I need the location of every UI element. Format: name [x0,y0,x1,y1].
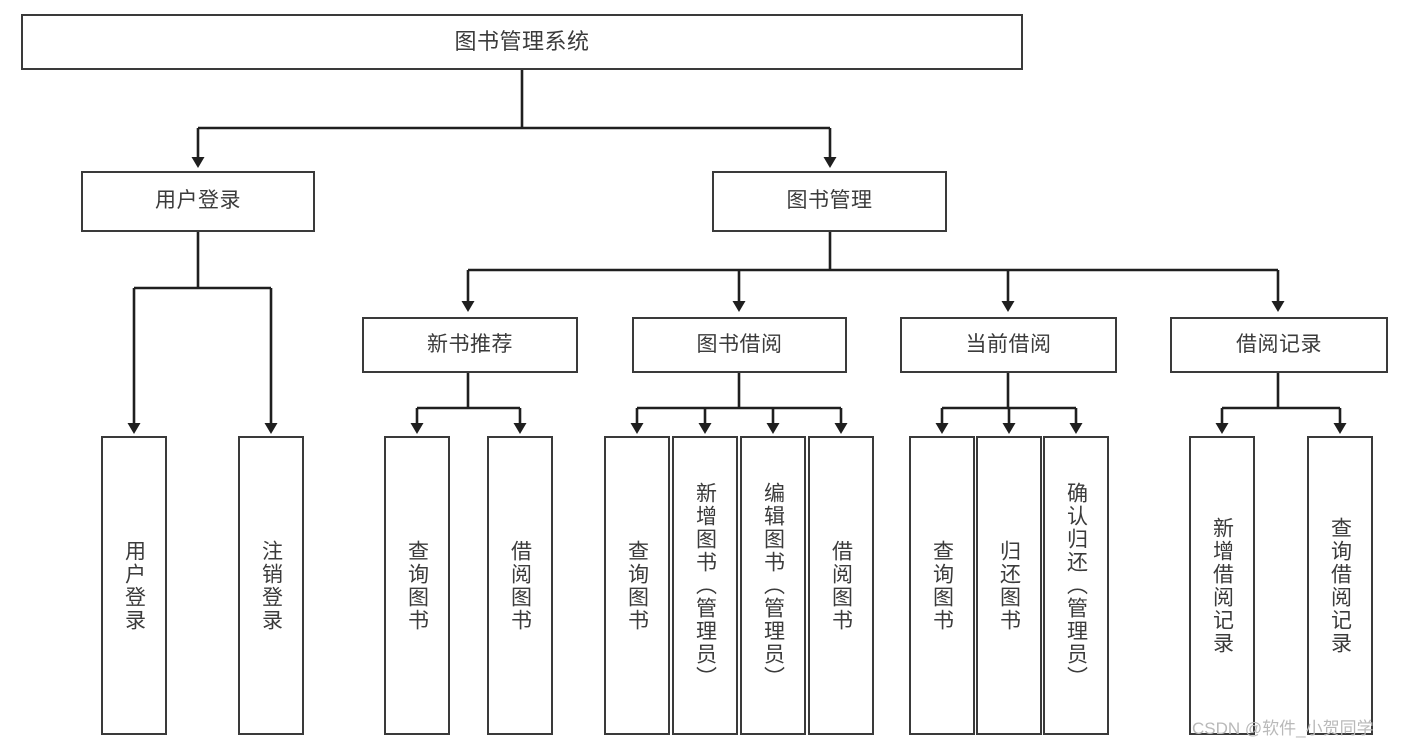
node-user-login[interactable]: 用户登录 [81,171,315,232]
node-label: 新书推荐 [427,332,513,356]
node-label: 当前借阅 [965,332,1052,356]
node-label: 借阅图书 [508,539,532,632]
leaf-current-query-book[interactable]: 查询图书 [909,436,975,735]
node-label: 新增借阅记录 [1210,516,1234,655]
leaf-user-login-login[interactable]: 用户登录 [101,436,167,735]
node-label: 归还图书 [997,539,1021,632]
node-current-borrow[interactable]: 当前借阅 [900,317,1117,373]
leaf-new-book-borrow[interactable]: 借阅图书 [487,436,553,735]
node-new-book-recommend[interactable]: 新书推荐 [362,317,578,373]
node-label: 查询图书 [930,539,954,632]
leaf-borrow-query-book[interactable]: 查询图书 [604,436,670,735]
node-label: 新增图书（管理员） [693,482,717,689]
node-label: 用户登录 [122,539,146,632]
node-label: 查询图书 [625,539,649,632]
node-label: 编辑图书（管理员） [761,482,785,689]
node-label: 借阅图书 [829,539,853,632]
leaf-new-book-query[interactable]: 查询图书 [384,436,450,735]
node-label: 借阅记录 [1236,332,1322,356]
node-label: 查询借阅记录 [1328,516,1352,655]
leaf-records-add-record[interactable]: 新增借阅记录 [1189,436,1255,735]
leaf-current-return-book[interactable]: 归还图书 [976,436,1042,735]
leaf-borrow-add-book[interactable]: 新增图书（管理员） [672,436,738,735]
node-label: 用户登录 [155,189,241,213]
leaf-user-login-logout[interactable]: 注销登录 [238,436,304,735]
node-label: 图书借阅 [696,332,783,356]
node-borrow-records[interactable]: 借阅记录 [1170,317,1388,373]
node-book-borrow[interactable]: 图书借阅 [632,317,847,373]
node-book-management[interactable]: 图书管理 [712,171,947,232]
node-label: 确认归还（管理员） [1064,482,1088,689]
node-label: 查询图书 [405,539,429,632]
node-root-system[interactable]: 图书管理系统 [21,14,1023,70]
leaf-records-query-record[interactable]: 查询借阅记录 [1307,436,1373,735]
watermark-text: CSDN @软件_小贺同学 [1192,719,1374,738]
node-label: 图书管理系统 [454,29,590,55]
node-label: 图书管理 [786,189,873,213]
leaf-current-confirm-return[interactable]: 确认归还（管理员） [1043,436,1109,735]
node-label: 注销登录 [259,539,283,632]
leaf-borrow-borrow-book[interactable]: 借阅图书 [808,436,874,735]
leaf-borrow-edit-book[interactable]: 编辑图书（管理员） [740,436,806,735]
